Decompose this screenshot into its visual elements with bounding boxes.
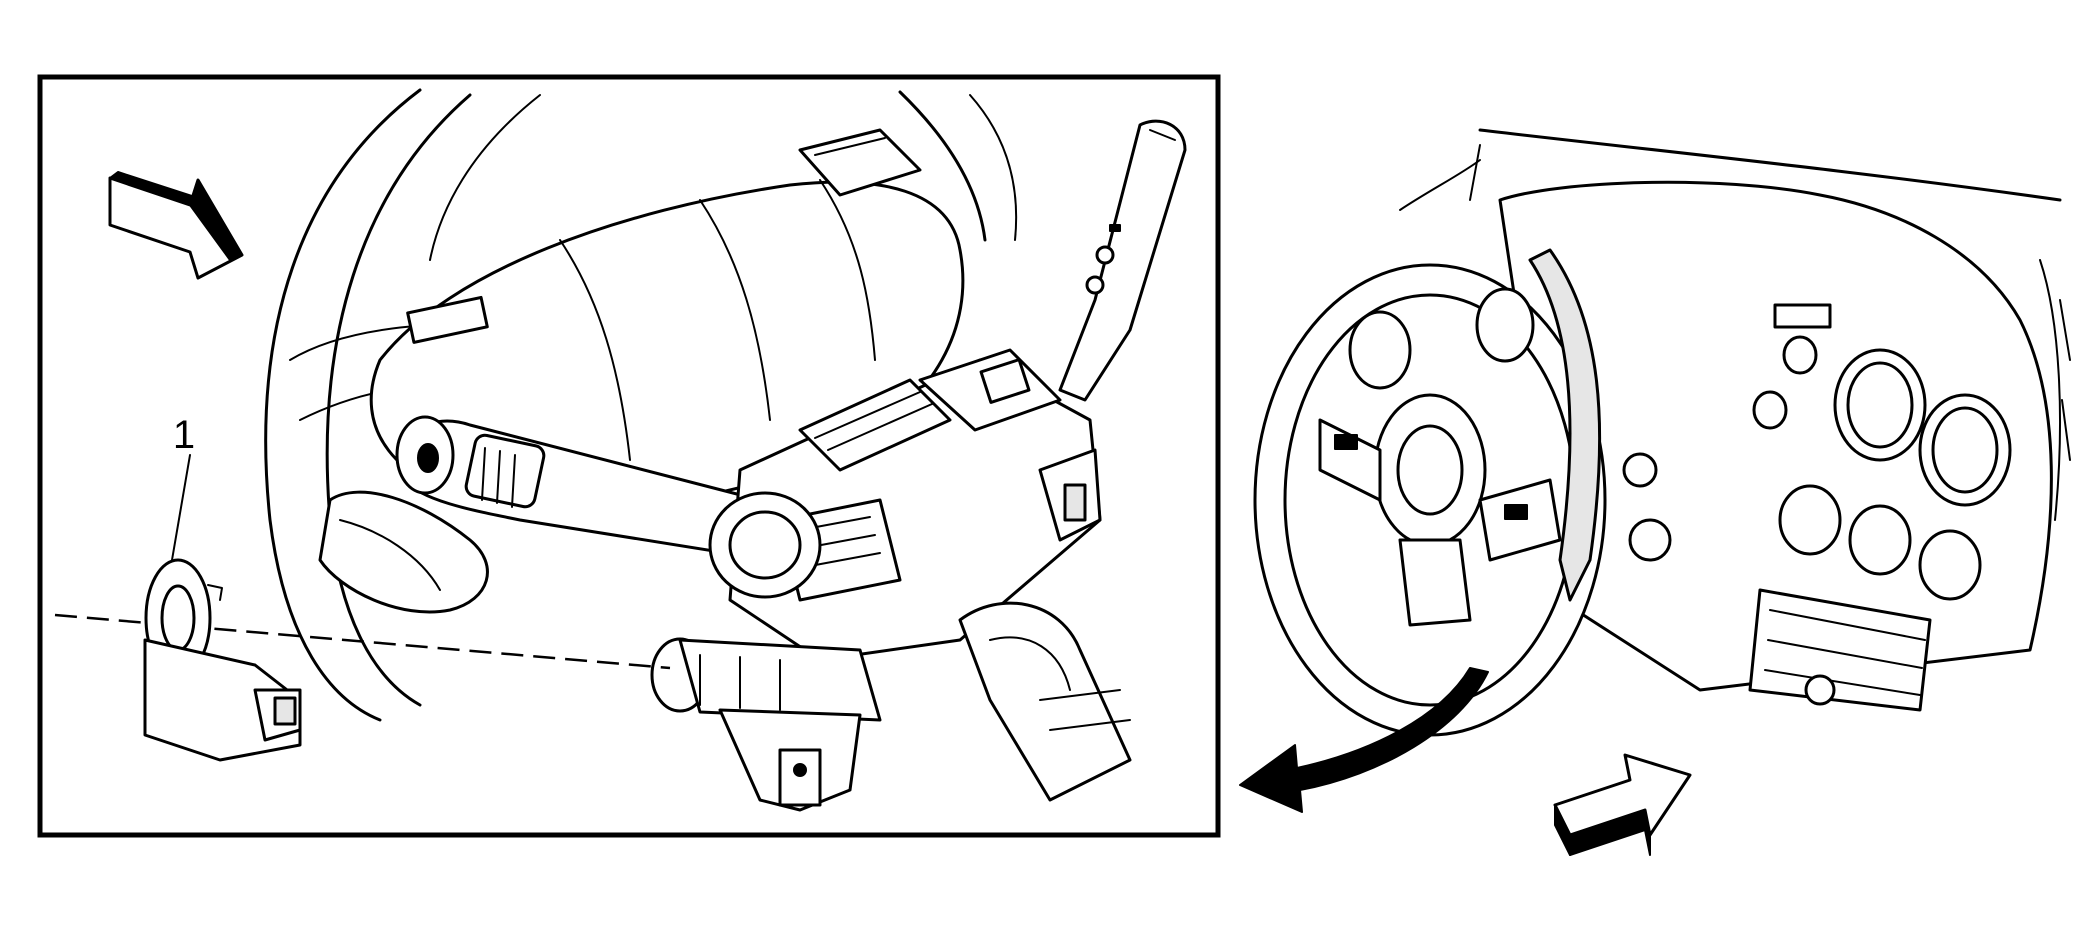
instrument-cluster-gauges [1348,287,2012,507]
wiper-stalk [1058,119,1187,402]
callout-1: 1 [171,413,195,561]
center-stack-controls [1622,452,1982,712]
view-direction-arrow-icon [1553,753,1692,856]
curved-rotation-arrow-icon [1239,667,1489,813]
dashboard-steering-wheel [1253,248,1607,737]
steering-wheel-lower-spoke [318,490,489,614]
callout-label: 1 [173,413,195,457]
clock-spring-component [143,558,302,762]
steering-column-shaft [708,491,1132,802]
detail-view-panel: 1 [37,74,1221,838]
dashboard-overview [1239,128,2071,856]
turn-signal-stalk [395,415,788,562]
view-direction-arrow-icon [108,171,244,280]
ignition-lock-cylinder [650,637,882,812]
